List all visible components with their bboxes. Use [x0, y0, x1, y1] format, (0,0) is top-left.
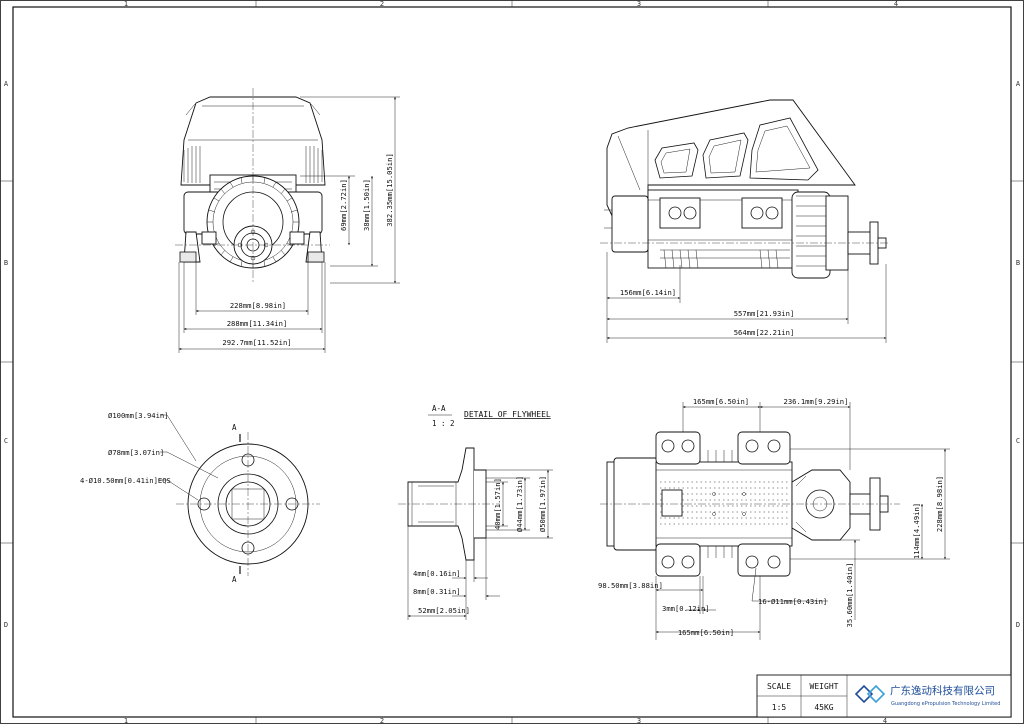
top-view-dimensions: 165mm[6.50in] 236.1mm[9.29in] 228mm[8.98…: [598, 397, 950, 640]
dim-detail-thickness-8: 8mm[0.31in]: [413, 587, 461, 596]
front-view: [175, 88, 330, 284]
dim-top-width-165-bottom: 165mm[6.50in]: [678, 628, 734, 637]
zone-row-d: D: [4, 621, 8, 629]
flywheel-detail-dimensions: 40mm[1.57in] Ø44mm[1.73in] Ø50mm[1.97in]…: [407, 469, 553, 620]
dim-detail-diameter-44: Ø44mm[1.73in]: [515, 476, 524, 532]
zone-row-c-right: C: [1016, 437, 1020, 445]
dim-top-height-114: 114mm[4.49in]: [912, 503, 921, 559]
dim-top-width-236: 236.1mm[9.29in]: [784, 397, 849, 406]
dim-top-height-228: 228mm[8.98in]: [935, 476, 944, 532]
zone-labels: 1 2 3 4 1 2 3 4 A B C D A B C D: [4, 0, 1021, 725]
dim-flywheel-diameter-78: Ø78mm[3.07in]: [108, 448, 164, 457]
top-view: [600, 431, 900, 577]
zone-row-d-right: D: [1016, 621, 1020, 629]
dim-front-height-total: 382.35mm[15.05in]: [385, 153, 394, 227]
dim-top-holes: 16-Ø11mm[0.43in]: [758, 597, 827, 606]
zone-col-4: 4: [894, 0, 898, 8]
dim-detail-thickness-4: 4mm[0.16in]: [413, 569, 461, 578]
flywheel-detail-view: A-A 1 : 2 DETAIL OF FLYWHEEL: [398, 404, 551, 561]
dim-front-height-38: 38mm[1.50in]: [362, 179, 371, 231]
title-block: SCALE 1:5 WEIGHT 45KG 广东逸动科技有限公司 Guangdo…: [756, 674, 1012, 718]
zone-col-1: 1: [124, 0, 128, 8]
detail-title: DETAIL OF FLYWHEEL: [464, 410, 551, 419]
company-name-cn: 广东逸动科技有限公司: [890, 684, 995, 697]
title-weight-value: 45KG: [814, 703, 833, 712]
title-scale-label: SCALE: [767, 682, 791, 691]
dim-side-length-564: 564mm[22.21in]: [734, 328, 795, 337]
title-weight-label: WEIGHT: [810, 682, 839, 691]
zone-col-3: 3: [637, 0, 641, 8]
side-view: [600, 99, 890, 279]
zone-col-2-bottom: 2: [380, 717, 384, 724]
title-scale-value: 1:5: [772, 703, 787, 712]
zone-col-2: 2: [380, 0, 384, 8]
dim-side-length-557: 557mm[21.93in]: [734, 309, 795, 318]
section-mark-a-bottom: A: [232, 575, 237, 584]
zone-row-b: B: [4, 259, 8, 267]
dim-detail-height-40: 40mm[1.57in]: [493, 478, 502, 530]
dim-flywheel-holes: 4-Ø10.50mm[0.41in]EQS: [80, 476, 171, 485]
dim-front-height-69: 69mm[2.72in]: [339, 179, 348, 231]
flywheel-face-view: A A Ø100mm[3.94in] Ø78mm[3.07in] 4-Ø10.5…: [80, 411, 320, 584]
zone-row-b-right: B: [1016, 259, 1020, 267]
detail-section-label: A-A: [432, 404, 446, 413]
company-logo-icon: [854, 684, 886, 704]
zone-col-3-bottom: 3: [637, 717, 641, 724]
section-mark-a-top: A: [232, 423, 237, 432]
zone-col-4-bottom: 4: [883, 717, 887, 724]
dim-detail-length-52: 52mm[2.05in]: [418, 606, 470, 615]
dim-detail-diameter-50: Ø50mm[1.97in]: [538, 476, 547, 532]
dim-front-width-228: 228mm[8.98in]: [230, 301, 286, 310]
dim-top-width-98: 98.50mm[3.88in]: [598, 581, 663, 590]
zone-col-1-bottom: 1: [124, 717, 128, 724]
dim-flywheel-diameter-100: Ø100mm[3.94in]: [108, 411, 169, 420]
zone-row-c: C: [4, 437, 8, 445]
company-name-en: Guangdong ePropulsion Technology Limited: [891, 701, 1000, 707]
side-view-dimensions: 156mm[6.14in] 557mm[21.93in] 564mm[22.21…: [606, 252, 887, 343]
zone-row-a-right: A: [1016, 80, 1021, 88]
zone-row-a: A: [4, 80, 9, 88]
dim-front-width-288: 288mm[11.34in]: [227, 319, 288, 328]
front-view-dimensions: 382.35mm[15.05in] 69mm[2.72in] 38mm[1.50…: [178, 96, 400, 353]
dim-top-height-35: 35.60mm[1.40in]: [845, 563, 854, 628]
dim-side-length-156: 156mm[6.14in]: [620, 288, 676, 297]
dim-front-width-292: 292.7mm[11.52in]: [222, 338, 291, 347]
detail-scale: 1 : 2: [432, 419, 455, 428]
dim-top-width-3: 3mm[0.12in]: [662, 604, 710, 613]
dim-top-width-165-top: 165mm[6.50in]: [693, 397, 749, 406]
